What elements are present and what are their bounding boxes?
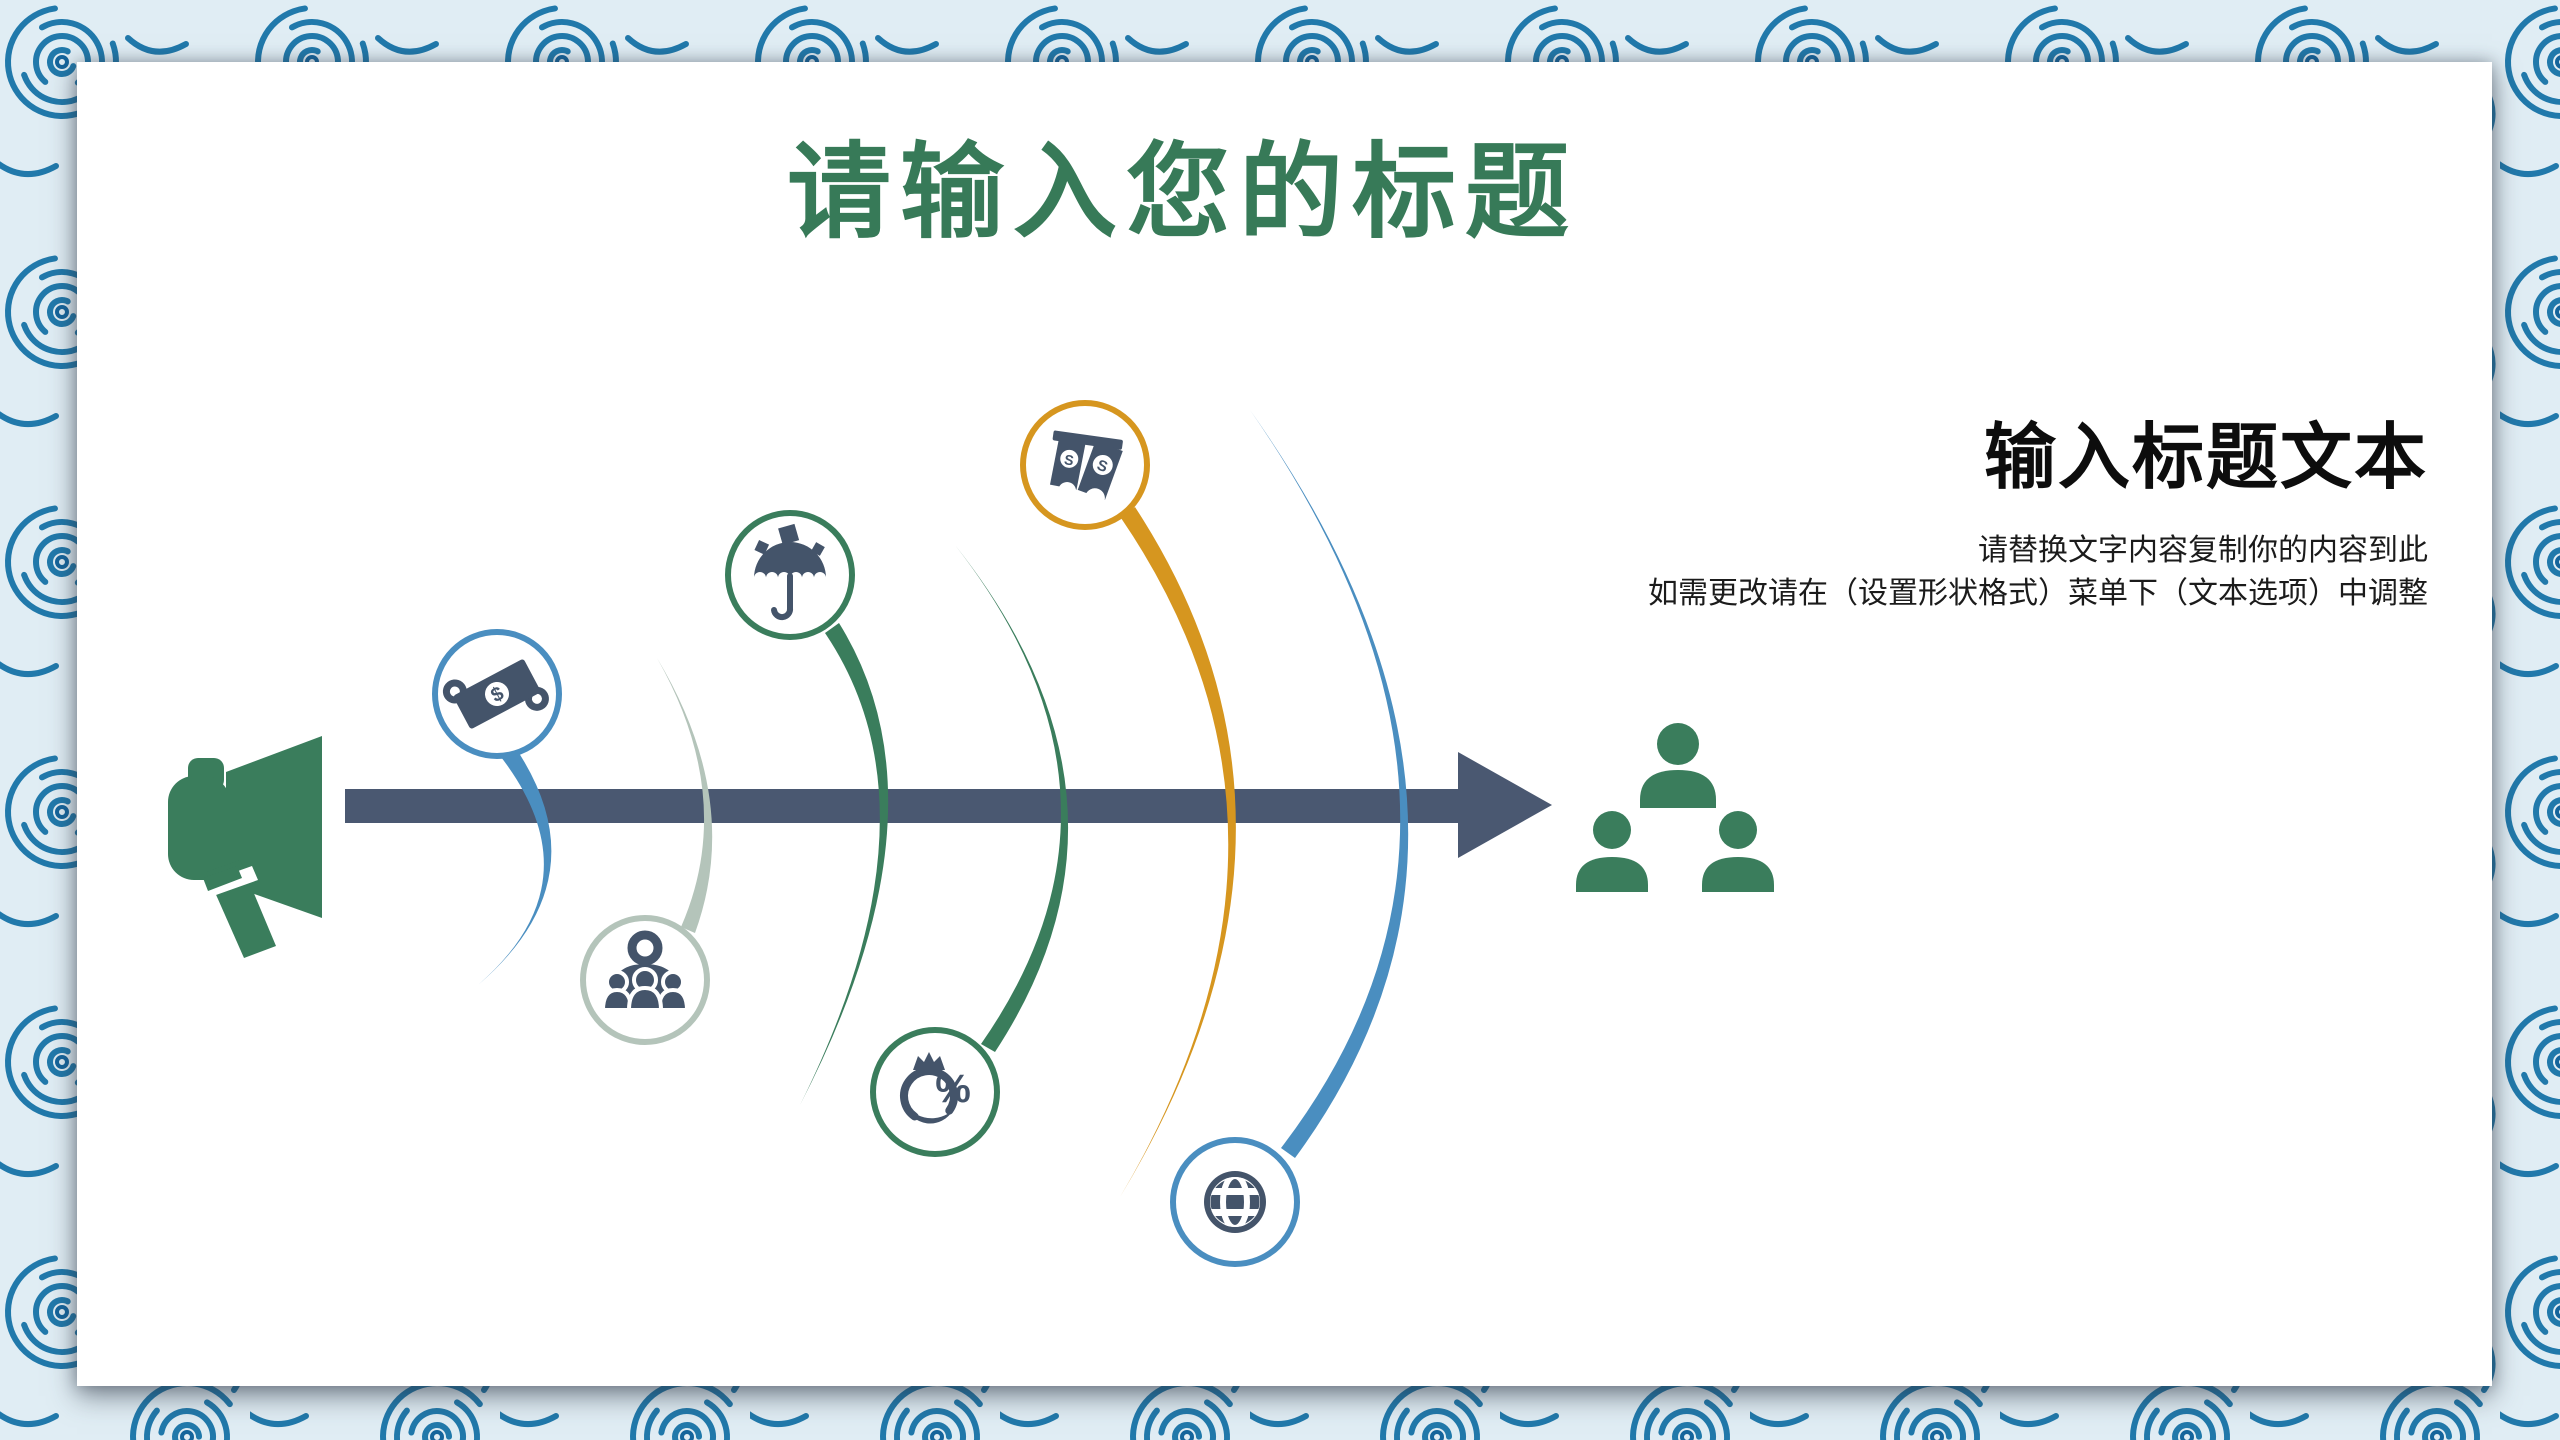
right-body-line1: 请替换文字内容复制你的内容到此 bbox=[1978, 533, 2428, 567]
right-body-line2: 如需更改请在（设置形状格式）菜单下（文本选项）中调整 bbox=[1648, 577, 2428, 611]
right-body[interactable]: 请替换文字内容复制你的内容到此 如需更改请在（设置形状格式）菜单下（文本选项）中… bbox=[1648, 529, 2428, 616]
arc-green-3 bbox=[800, 623, 889, 1105]
meeting-icon bbox=[600, 930, 690, 1012]
umbrella-icon bbox=[754, 523, 826, 621]
arc-blue-1 bbox=[478, 747, 552, 985]
svg-text:S: S bbox=[1063, 451, 1075, 468]
node-circle-4[interactable] bbox=[870, 1027, 1000, 1157]
discount-bag-icon: % bbox=[900, 1052, 971, 1125]
node-circle-5[interactable] bbox=[1020, 400, 1150, 530]
right-heading[interactable]: 输入标题文本 bbox=[1983, 418, 2428, 498]
arc-orange-5 bbox=[1120, 507, 1236, 1197]
banknotes-icon: S S bbox=[1049, 430, 1123, 509]
globe-icon bbox=[1204, 1171, 1266, 1233]
arc-sage-2 bbox=[657, 658, 713, 933]
right-text-block: 输入标题文本 请替换文字内容复制你的内容到此 如需更改请在（设置形状格式）菜单下… bbox=[1648, 418, 2428, 616]
megaphone-icon bbox=[168, 736, 322, 958]
svg-text:%: % bbox=[935, 1067, 971, 1111]
arc-blue-6 bbox=[1250, 410, 1409, 1158]
people-group-icon bbox=[1576, 723, 1774, 892]
dollar-bill-icon: $ bbox=[442, 659, 549, 729]
slide-title[interactable]: 请输入您的标题 bbox=[786, 136, 1578, 251]
